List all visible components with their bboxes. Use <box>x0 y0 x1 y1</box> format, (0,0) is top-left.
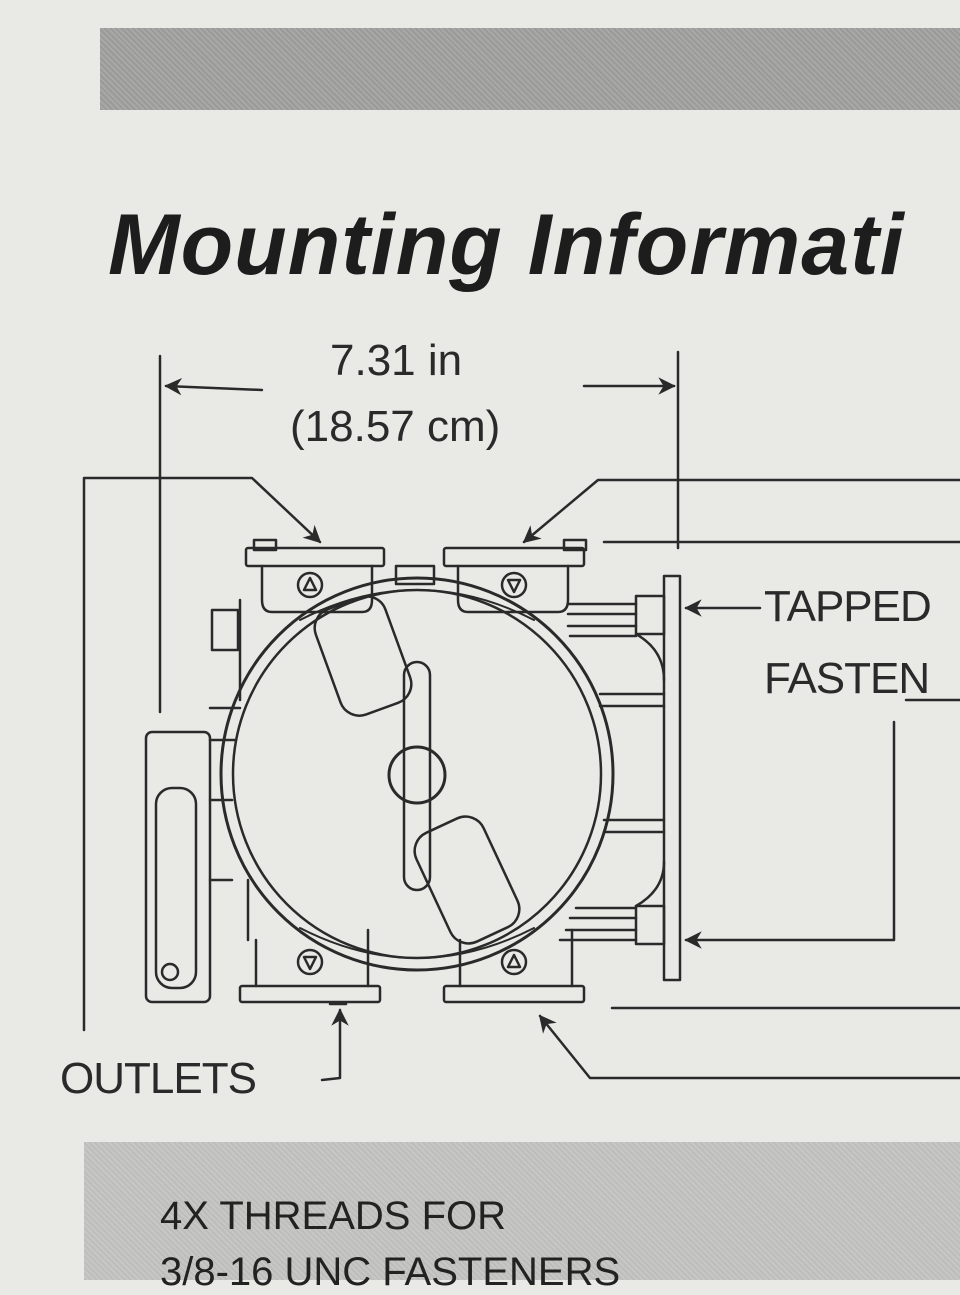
bottom-outlet-flanges <box>238 928 586 1004</box>
note-line-1: 4X THREADS FOR <box>160 1194 506 1238</box>
dimension-inches: 7.31 in <box>330 336 463 385</box>
leader-lines <box>82 476 960 1082</box>
label-tapped: TAPPED <box>764 582 932 631</box>
dimension-centimeters: (18.57 cm) <box>290 402 501 451</box>
label-outlets: OUTLETS <box>60 1054 257 1103</box>
dimension-lines <box>158 350 680 714</box>
left-side-fittings <box>144 598 250 1004</box>
bolt-symbols <box>160 571 528 982</box>
header-band <box>100 28 960 110</box>
note-band <box>84 1142 960 1280</box>
pump-housing <box>219 576 615 972</box>
right-mounting-bracket <box>558 574 682 982</box>
page-title: Mounting Informati <box>108 197 905 293</box>
top-inlet-flanges <box>244 538 588 614</box>
note-line-2: 3/8-16 UNC FASTENERS <box>160 1250 621 1294</box>
label-fasten: FASTEN <box>764 654 930 703</box>
rotor-assembly <box>313 595 521 945</box>
